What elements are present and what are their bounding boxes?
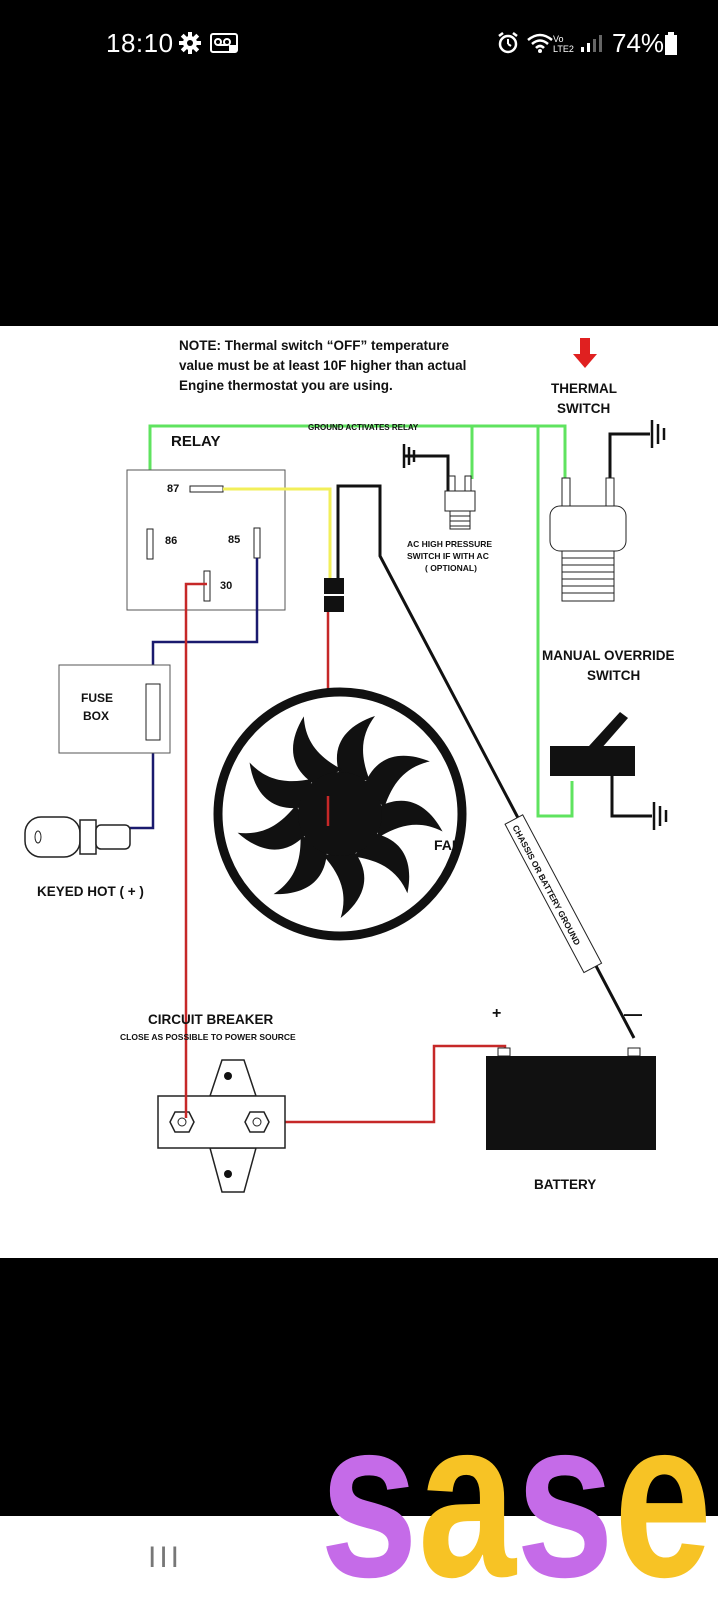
fan-icon (213, 687, 467, 941)
ignition-key-icon (24, 816, 131, 858)
manual-override-label-2: SWITCH (587, 668, 640, 683)
alarm-icon (498, 32, 518, 54)
recent-apps-button[interactable]: III (148, 1541, 183, 1574)
pin-87-label: 87 (167, 483, 179, 495)
relay-pin-30 (203, 570, 211, 602)
signal-wire (223, 487, 332, 582)
battery-minus-label: — (624, 1004, 642, 1024)
battery-icon (665, 32, 677, 55)
wifi-icon (527, 33, 553, 53)
network-label: Vo LTE2 (553, 34, 574, 54)
note-line-1: NOTE: Thermal switch “OFF” temperature (179, 338, 450, 353)
ignition-wire (130, 558, 259, 830)
sticker-letter: e (614, 1380, 712, 1599)
down-arrow-icon (573, 338, 597, 368)
relay-pin-86 (146, 528, 154, 560)
battery-percent: 74% (612, 28, 665, 58)
pin-85-label: 85 (228, 534, 240, 546)
svg-text:sase: sase (320, 1380, 712, 1599)
ac-switch-label-3: ( OPTIONAL) (425, 563, 477, 573)
ground-activates-relay-label: GROUND ACTIVATES RELAY (308, 423, 419, 432)
pin-86-label: 86 (165, 535, 177, 547)
battery-icon (486, 1047, 656, 1150)
chassis-ground-label: CHASSIS OR BATTERY GROUND (511, 823, 583, 946)
fuse-label-2: BOX (83, 709, 109, 723)
note-line-3: Engine thermostat you are using. (179, 378, 393, 393)
circuit-breaker-label: CIRCUIT BREAKER (148, 1012, 274, 1027)
sticker-letter: a (418, 1380, 517, 1599)
clock: 18:10 (106, 28, 174, 58)
fan-label: FAN (434, 837, 462, 853)
fuse-label-1: FUSE (81, 691, 113, 705)
chassis-ground-wire (336, 484, 636, 1039)
ac-switch-label-2: SWITCH IF WITH AC (407, 551, 489, 561)
wiring-diagram: NOTE: Thermal switch “OFF” temperature v… (24, 338, 675, 1193)
manual-override-label-1: MANUAL OVERRIDE (542, 648, 675, 663)
fuse (145, 683, 161, 741)
close-as-possible-label: CLOSE AS POSSIBLE TO POWER SOURCE (120, 1032, 296, 1042)
battery-plus-label: + (492, 1005, 501, 1022)
status-bar: 18:10 Vo LTE2 74% (0, 0, 718, 90)
manual-override-switch (550, 712, 668, 830)
thermal-switch-label-1: THERMAL (551, 381, 617, 396)
circuit-breaker (157, 1059, 286, 1193)
wiring-diagram-image[interactable]: NOTE: Thermal switch “OFF” temperature v… (0, 326, 718, 1258)
sticker-letter: s (516, 1380, 614, 1599)
ac-pressure-switch (402, 444, 476, 530)
ac-switch-label-1: AC HIGH PRESSURE (407, 539, 492, 549)
pin-30-label: 30 (220, 580, 232, 592)
navigation-bar (0, 1516, 718, 1599)
note-line-2: value must be at least 10F higher than a… (179, 358, 466, 373)
sticker-letter: s (320, 1380, 418, 1599)
signal-icon (581, 35, 602, 52)
thermal-switch (549, 420, 666, 602)
relay-pin-85 (253, 527, 261, 559)
battery-label: BATTERY (534, 1177, 596, 1192)
thermal-switch-label-2: SWITCH (557, 401, 610, 416)
relay-label: RELAY (171, 433, 220, 450)
keyed-hot-label: KEYED HOT ( + ) (37, 884, 144, 899)
sase-sticker: sase (320, 1380, 712, 1599)
relay-pin-87 (189, 485, 224, 493)
gear-icon (179, 32, 201, 54)
chassis-ground-tag: CHASSIS OR BATTERY GROUND (504, 814, 603, 974)
voicemail-icon (210, 33, 238, 53)
